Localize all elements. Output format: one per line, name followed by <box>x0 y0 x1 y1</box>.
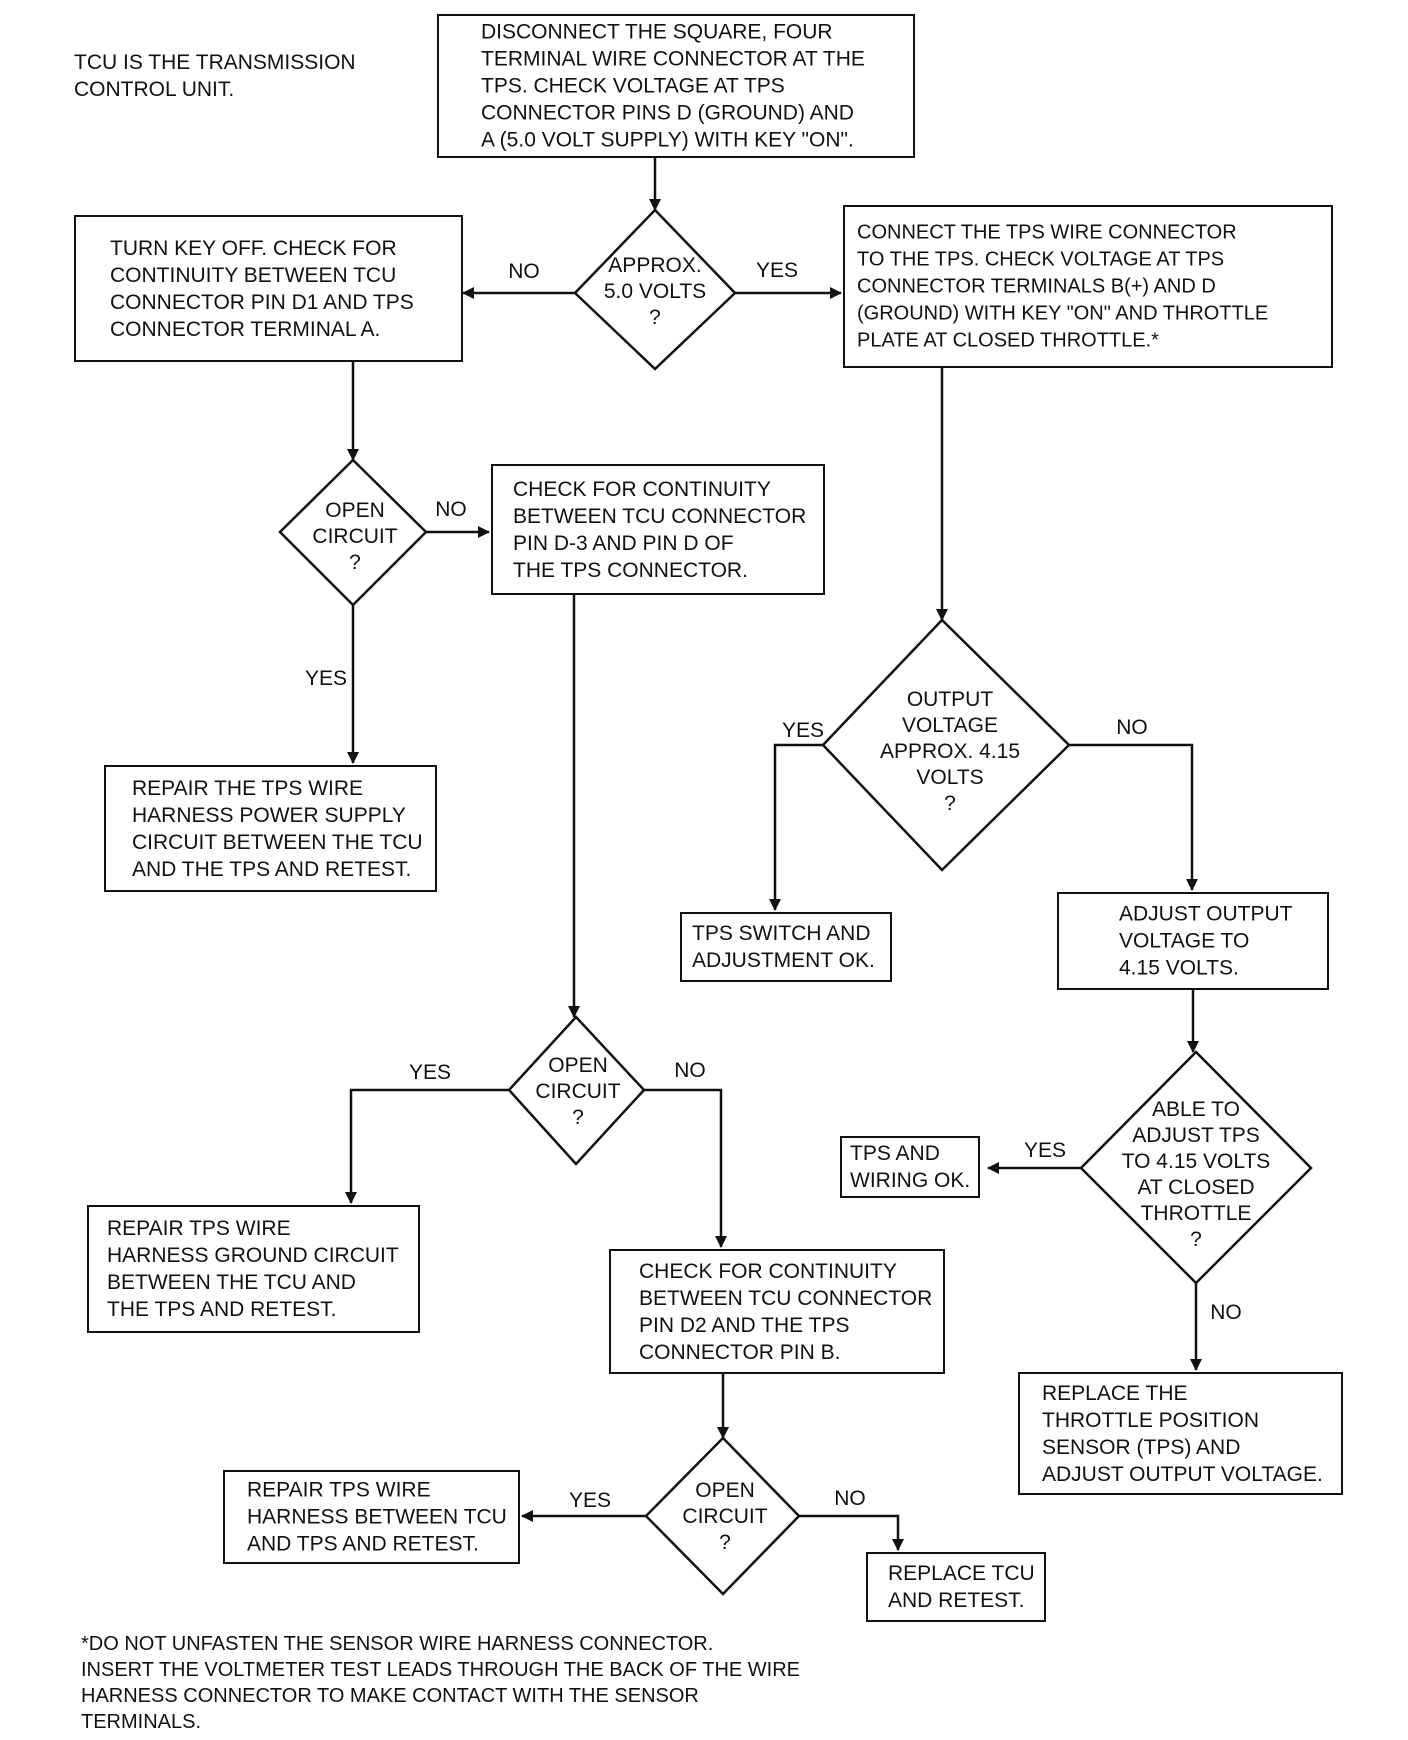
decision-open-circuit-1-shape <box>278 458 428 607</box>
label-oc2-no: NO <box>674 1059 706 1082</box>
box-check-d3: CHECK FOR CONTINUITY BETWEEN TCU CONNECT… <box>491 464 825 595</box>
label-oc3-yes: YES <box>568 1489 612 1512</box>
decision-output-voltage-text: OUTPUT VOLTAGE APPROX. 4.15 VOLTS ? <box>879 688 1021 815</box>
label-approx-no: NO <box>508 260 540 283</box>
label-oc1-yes: YES <box>304 667 348 690</box>
box-adjust-output: ADJUST OUTPUT VOLTAGE TO 4.15 VOLTS. <box>1057 892 1329 990</box>
box-repair-harness: REPAIR TPS WIRE HARNESS BETWEEN TCU AND … <box>223 1470 520 1564</box>
label-oc1-no: NO <box>435 498 467 521</box>
edge-oc2-no <box>644 1088 727 1248</box>
edge-oc3-no <box>799 1514 904 1551</box>
box-disconnect: DISCONNECT THE SQUARE, FOUR TERMINAL WIR… <box>437 14 915 158</box>
box-check-d3-text: CHECK FOR CONTINUITY BETWEEN TCU CONNECT… <box>513 477 807 582</box>
decision-able-to-adjust-text: ABLE TO ADJUST TPS TO 4.15 VOLTS AT CLOS… <box>1121 1098 1271 1251</box>
edge-output-no <box>1069 743 1198 891</box>
box-repair-power: REPAIR THE TPS WIRE HARNESS POWER SUPPLY… <box>104 765 437 892</box>
note-tcu: TCU IS THE TRANSMISSION CONTROL UNIT. <box>74 51 356 101</box>
label-able-yes: YES <box>1023 1139 1067 1162</box>
box-connect-tps-text: CONNECT THE TPS WIRE CONNECTOR TO THE TP… <box>857 221 1269 351</box>
label-oc3-no: NO <box>834 1487 866 1510</box>
box-disconnect-text: DISCONNECT THE SQUARE, FOUR TERMINAL WIR… <box>481 20 865 152</box>
box-connect-tps: CONNECT THE TPS WIRE CONNECTOR TO THE TP… <box>843 205 1333 368</box>
box-replace-tps: REPLACE THE THROTTLE POSITION SENSOR (TP… <box>1018 1372 1343 1495</box>
box-replace-tcu: REPLACE TCU AND RETEST. <box>866 1552 1046 1622</box>
box-tps-switch-ok-text: TPS SWITCH AND ADJUSTMENT OK. <box>692 922 875 972</box>
box-turn-key-off-text: TURN KEY OFF. CHECK FOR CONTINUITY BETWE… <box>110 236 414 341</box>
decision-output-voltage-shape <box>821 618 1071 872</box>
decision-able-to-adjust-shape <box>1079 1050 1313 1285</box>
box-repair-ground: REPAIR TPS WIRE HARNESS GROUND CIRCUIT B… <box>87 1205 420 1333</box>
decision-open-circuit-2-shape <box>507 1015 646 1166</box>
box-turn-key-off: TURN KEY OFF. CHECK FOR CONTINUITY BETWE… <box>74 215 463 362</box>
label-approx-yes: YES <box>755 259 799 282</box>
decision-open-circuit-3-shape <box>644 1436 801 1596</box>
box-tps-wiring-ok: TPS AND WIRING OK. <box>840 1136 980 1198</box>
label-output-no: NO <box>1116 716 1148 739</box>
box-repair-harness-text: REPAIR TPS WIRE HARNESS BETWEEN TCU AND … <box>247 1478 507 1556</box>
box-replace-tps-text: REPLACE THE THROTTLE POSITION SENSOR (TP… <box>1042 1381 1323 1486</box>
box-repair-power-text: REPAIR THE TPS WIRE HARNESS POWER SUPPLY… <box>132 776 423 881</box>
label-oc2-yes: YES <box>408 1061 452 1084</box>
box-replace-tcu-text: REPLACE TCU AND RETEST. <box>888 1562 1035 1612</box>
edge-output-yes <box>769 743 823 911</box>
footnote: *DO NOT UNFASTEN THE SENSOR WIRE HARNESS… <box>81 1633 801 1733</box>
box-repair-ground-text: REPAIR TPS WIRE HARNESS GROUND CIRCUIT B… <box>107 1217 399 1321</box>
box-tps-wiring-ok-text: TPS AND WIRING OK. <box>850 1142 971 1192</box>
decision-open-circuit-1-text: OPEN CIRCUIT ? <box>312 499 398 574</box>
decision-open-circuit-3-text: OPEN CIRCUIT ? <box>682 1479 768 1554</box>
box-tps-switch-ok: TPS SWITCH AND ADJUSTMENT OK. <box>680 912 892 982</box>
box-adjust-output-text: ADJUST OUTPUT VOLTAGE TO 4.15 VOLTS. <box>1119 902 1293 980</box>
label-able-no: NO <box>1210 1301 1242 1324</box>
label-output-yes: YES <box>781 719 825 742</box>
decision-approx-5v-shape <box>573 208 737 371</box>
box-check-d2: CHECK FOR CONTINUITY BETWEEN TCU CONNECT… <box>609 1249 945 1374</box>
box-check-d2-text: CHECK FOR CONTINUITY BETWEEN TCU CONNECT… <box>639 1259 933 1364</box>
decision-approx-5v-text: APPROX. 5.0 VOLTS ? <box>603 254 707 329</box>
decision-open-circuit-2-text: OPEN CIRCUIT ? <box>535 1054 621 1129</box>
edge-oc2-yes <box>345 1088 509 1204</box>
